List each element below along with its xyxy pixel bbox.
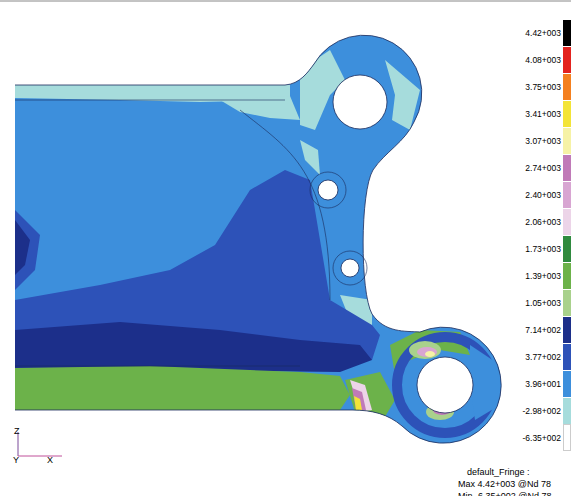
frame-line [0, 1, 571, 2]
legend-swatch [563, 181, 571, 208]
legend-swatch [563, 73, 571, 100]
legend-value: 3.77+002 [525, 352, 561, 362]
hole [333, 75, 387, 129]
legend-value: 3.75+003 [525, 82, 561, 92]
legend-value: -6.35+002 [522, 433, 561, 443]
legend-value: 1.39+003 [525, 271, 561, 281]
legend-swatch [563, 127, 571, 154]
fringe-note: default_Fringe : [467, 467, 530, 477]
legend-value: 7.14+002 [525, 325, 561, 335]
hole [318, 180, 338, 200]
legend-swatch [563, 235, 571, 262]
fringe-note: Min -6.35+002 @Nd 78 [458, 491, 551, 496]
legend-value: 3.41+003 [525, 109, 561, 119]
axis-line [18, 456, 62, 457]
legend-value: 1.73+003 [525, 244, 561, 254]
legend-value: -2.98+002 [522, 406, 561, 416]
edge-line [240, 110, 330, 300]
legend-value: 2.40+003 [525, 190, 561, 200]
legend-value: 2.74+003 [525, 163, 561, 173]
label-box: Z [14, 420, 20, 438]
legend-swatch [563, 208, 571, 235]
hole [341, 259, 359, 277]
legend-swatch [563, 46, 571, 73]
legend-value: 1.05+003 [525, 298, 561, 308]
contour-fills [0, 0, 520, 460]
legend-swatch [563, 343, 571, 370]
legend-swatch [563, 19, 571, 46]
legend-swatch [563, 289, 571, 316]
label-box: X [47, 449, 53, 467]
axis-label: Z [14, 426, 20, 436]
boss-edge [310, 172, 346, 208]
edge-line [15, 100, 285, 101]
legend-value: 4.42+003 [525, 28, 561, 38]
label-box: Max 4.42+003 @Nd 78 [458, 473, 551, 491]
legend-swatch [563, 370, 571, 397]
legend-swatch [563, 424, 571, 451]
legend-swatch [563, 154, 571, 181]
legend-value: 2.06+003 [525, 217, 561, 227]
legend-swatch [563, 397, 571, 424]
part-outline [15, 35, 501, 443]
legend-value: 4.08+003 [525, 55, 561, 65]
legend-swatch [563, 316, 571, 343]
legend-value: 3.96+001 [525, 379, 561, 389]
boss-edge [333, 251, 367, 285]
legend-value: 3.07+003 [525, 136, 561, 146]
axis-label: Y [13, 455, 19, 465]
legend-swatch [563, 100, 571, 127]
fringe-note: Max 4.42+003 @Nd 78 [458, 479, 551, 489]
edge-line [15, 366, 300, 367]
legend-swatch [563, 262, 571, 289]
label-box: Min -6.35+002 @Nd 78 [458, 485, 551, 496]
hole [417, 357, 473, 413]
axis-label: X [47, 455, 53, 465]
label-box: Y [13, 449, 19, 467]
label-box: default_Fringe : [467, 461, 530, 479]
